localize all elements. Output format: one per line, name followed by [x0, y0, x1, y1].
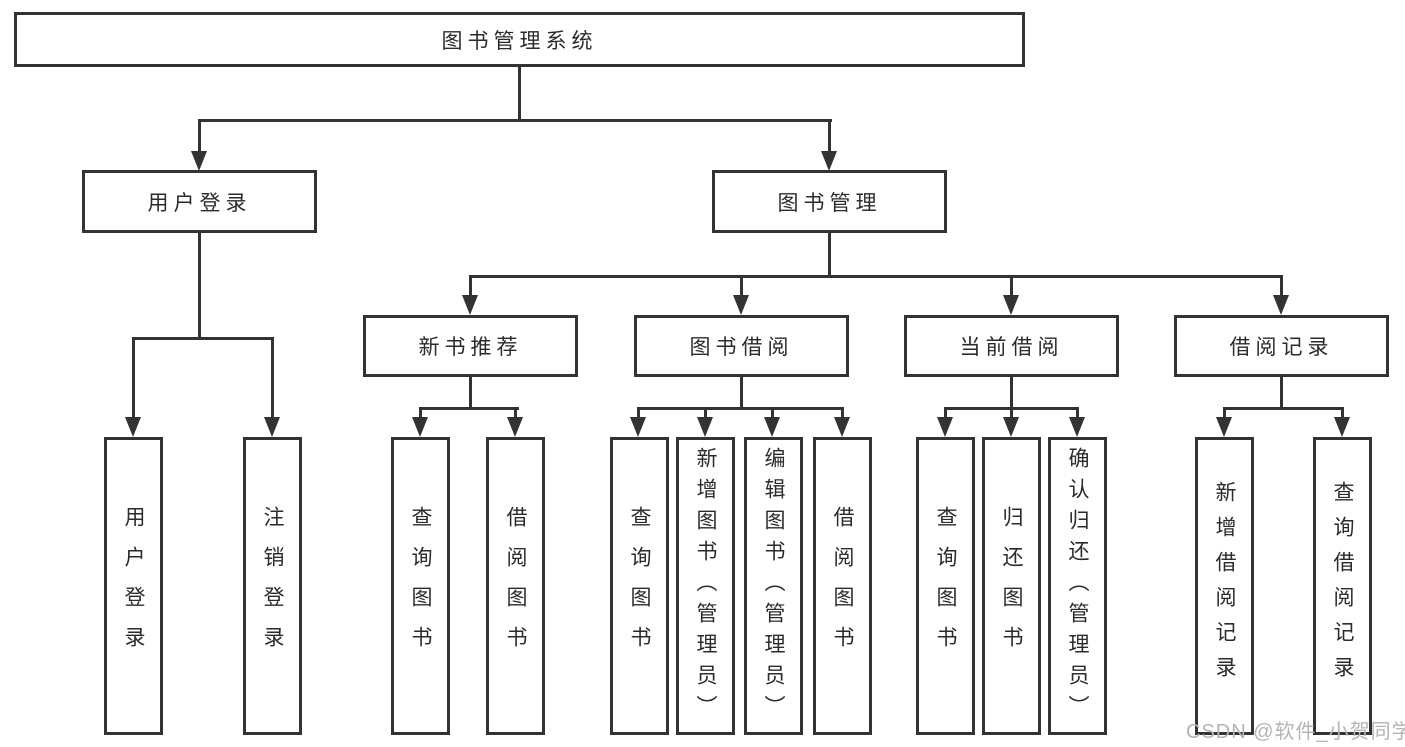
connector-arrowhead [630, 417, 646, 437]
connector-line [198, 233, 201, 337]
leaf-label: 归还图书 [1000, 506, 1023, 666]
connector-arrowhead [507, 417, 523, 437]
connector-line [740, 377, 743, 408]
connector-arrowhead [1003, 417, 1019, 437]
connector-line [841, 407, 844, 419]
connector-line [469, 275, 1283, 278]
leaf-label: 用户登录 [122, 506, 145, 666]
connector-line [1010, 377, 1013, 408]
connector-arrowhead [834, 417, 850, 437]
connector-line [944, 407, 947, 419]
leaf-user-login: 用户登录 [104, 437, 163, 735]
connector-line [469, 275, 472, 298]
leaf-label: 新增借阅记录 [1213, 481, 1236, 691]
node-label: 用户登录 [147, 191, 252, 215]
leaf-query-books-3: 查询图书 [916, 437, 975, 735]
node-root: 图书管理系统 [14, 12, 1025, 67]
leaf-query-borrow-record: 查询借阅记录 [1313, 437, 1372, 735]
connector-line [518, 67, 521, 120]
leaf-confirm-return-admin: 确认归还（管理员） [1048, 437, 1107, 735]
node-root-label: 图书管理系统 [441, 29, 598, 53]
connector-line [771, 407, 774, 419]
node-user-login: 用户登录 [82, 170, 317, 233]
connector-arrowhead [821, 151, 837, 171]
leaf-label: 借阅图书 [504, 506, 527, 666]
node-book-management: 图书管理 [712, 170, 947, 233]
connector-line [1076, 407, 1079, 419]
connector-line [828, 233, 831, 276]
connector-line [704, 407, 707, 419]
connector-line [637, 407, 844, 410]
connector-line [1010, 407, 1013, 419]
connector-arrowhead [1003, 295, 1019, 315]
connector-arrowhead [733, 295, 749, 315]
connector-line [514, 407, 517, 419]
node-label: 图书管理 [777, 191, 882, 215]
leaf-label: 确认归还（管理员） [1066, 446, 1089, 726]
node-label: 当前借阅 [959, 336, 1064, 359]
leaf-query-books-1: 查询图书 [391, 437, 450, 735]
connector-arrowhead [764, 417, 780, 437]
connector-line [740, 275, 743, 298]
node-borrow-records: 借阅记录 [1174, 315, 1389, 377]
connector-line [132, 337, 135, 419]
leaf-logout: 注销登录 [243, 437, 302, 735]
leaf-return-book: 归还图书 [982, 437, 1041, 735]
leaf-label: 查询图书 [934, 506, 957, 666]
connector-arrowhead [1069, 417, 1085, 437]
connector-arrowhead [191, 151, 207, 171]
connector-line [828, 119, 831, 152]
connector-line [1280, 275, 1283, 298]
leaf-borrow-books-1: 借阅图书 [486, 437, 545, 735]
node-label: 图书借阅 [689, 336, 794, 359]
node-label: 借阅记录 [1229, 336, 1334, 359]
leaf-query-books-2: 查询图书 [610, 437, 669, 735]
leaf-label: 查询图书 [409, 506, 432, 666]
connector-arrowhead [412, 417, 428, 437]
leaf-label: 查询借阅记录 [1331, 481, 1354, 691]
connector-line [469, 377, 472, 408]
connector-line [1010, 275, 1013, 298]
connector-line [419, 407, 422, 419]
connector-line [1280, 377, 1283, 408]
connector-line [637, 407, 640, 419]
leaf-label: 查询图书 [628, 506, 651, 666]
connector-line [271, 337, 274, 419]
leaf-add-borrow-record: 新增借阅记录 [1195, 437, 1254, 735]
connector-line [1223, 407, 1344, 410]
connector-arrowhead [125, 417, 141, 437]
connector-arrowhead [937, 417, 953, 437]
connector-line [1223, 407, 1226, 419]
connector-arrowhead [462, 295, 478, 315]
connector-arrowhead [264, 417, 280, 437]
leaf-label: 注销登录 [261, 506, 284, 666]
watermark: CSDN @软件_小贺同学 [1186, 721, 1405, 743]
connector-arrowhead [1216, 417, 1232, 437]
node-new-book-recommend: 新书推荐 [363, 315, 578, 377]
leaf-edit-book-admin: 编辑图书（管理员） [744, 437, 803, 735]
connector-line [198, 119, 201, 152]
leaf-add-book-admin: 新增图书（管理员） [676, 437, 735, 735]
connector-line [1341, 407, 1344, 419]
node-current-borrow: 当前借阅 [904, 315, 1119, 377]
connector-arrowhead [697, 417, 713, 437]
node-label: 新书推荐 [418, 336, 523, 359]
connector-line [198, 119, 832, 122]
leaf-label: 新增图书（管理员） [694, 446, 717, 726]
connector-arrowhead [1273, 295, 1289, 315]
leaf-borrow-books-2: 借阅图书 [813, 437, 872, 735]
connector-line [132, 337, 274, 340]
node-book-borrow: 图书借阅 [634, 315, 849, 377]
connector-arrowhead [1334, 417, 1350, 437]
leaf-label: 借阅图书 [831, 506, 854, 666]
leaf-label: 编辑图书（管理员） [762, 446, 785, 726]
connector-line [419, 407, 519, 410]
